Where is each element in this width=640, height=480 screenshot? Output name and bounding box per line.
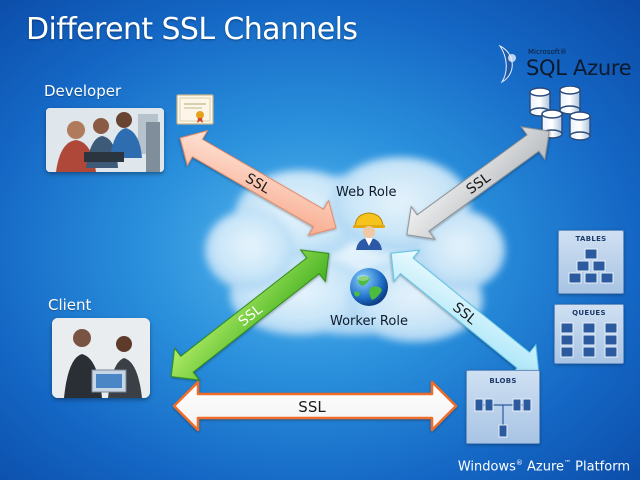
queues-icon [560, 322, 618, 358]
arrow-client-blobs [172, 380, 458, 432]
slide-title: Different SSL Channels [26, 12, 358, 47]
sql-azure-title: SQL Azure [526, 56, 632, 80]
developer-label: Developer [44, 82, 122, 100]
queues-tile: QUEUES [554, 304, 624, 364]
windows-azure-platform-logo: Windows® Azure™ Platform [458, 459, 630, 474]
arrow-sql-web [406, 126, 550, 240]
arrow-developer-web [179, 129, 337, 237]
footer-windows: Windows [457, 459, 516, 474]
client-label: Client [48, 296, 92, 314]
tables-icon [568, 248, 614, 284]
tables-tile: TABLES [558, 230, 624, 294]
tables-label: TABLES [575, 235, 607, 243]
database-icon [529, 86, 591, 141]
sql-azure-microsoft-text: Microsoft® [528, 48, 567, 56]
footer-tm: ™ [564, 458, 572, 467]
developer-photo [46, 108, 164, 172]
sql-azure-logo-icon [498, 44, 516, 84]
blobs-label: BLOBS [489, 377, 517, 385]
blobs-icon [474, 398, 532, 438]
queues-label: QUEUES [572, 309, 606, 317]
footer-azure: Azure [527, 459, 565, 474]
web-role-label: Web Role [336, 185, 397, 200]
footer-platform: Platform [575, 459, 630, 474]
worker-role-label: Worker Role [330, 314, 408, 329]
arrow-label-client-blobs: SSL [298, 398, 326, 416]
worker-hardhat-icon [353, 212, 385, 250]
blobs-tile: BLOBS [466, 370, 540, 444]
certificate-icon [176, 94, 214, 125]
arrow-client-worker [170, 249, 330, 381]
globe-icon [350, 268, 388, 306]
footer-reg: ® [515, 458, 523, 467]
client-photo [52, 318, 150, 398]
